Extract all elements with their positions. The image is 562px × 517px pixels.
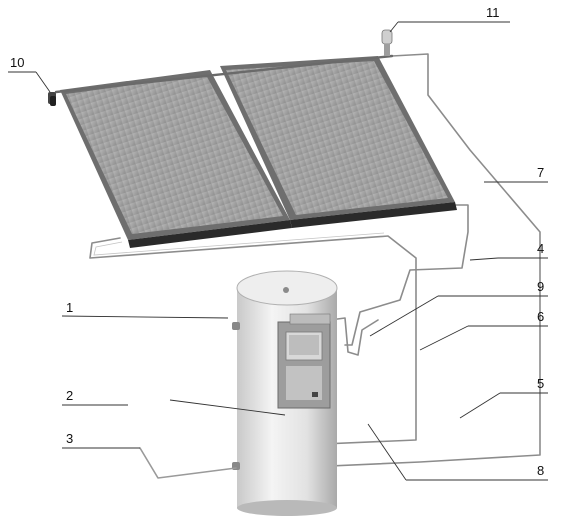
callout-3: 3 xyxy=(66,431,73,446)
air-vent-valve xyxy=(381,29,393,56)
pipework xyxy=(89,53,541,471)
callout-7: 7 xyxy=(537,165,544,180)
solar-collector-right xyxy=(220,56,457,228)
callout-4: 4 xyxy=(537,241,544,256)
callout-8: 8 xyxy=(537,463,544,478)
callout-1: 1 xyxy=(66,300,73,315)
callout-9: 9 xyxy=(537,279,544,294)
callout-6: 6 xyxy=(537,309,544,324)
collector-sensor xyxy=(48,92,56,106)
callout-10: 10 xyxy=(10,55,24,70)
solar-collector-left xyxy=(60,70,292,248)
hot-water-outlet xyxy=(232,322,240,330)
callout-5: 5 xyxy=(537,376,544,391)
callout-labels: 1 2 3 4 5 6 7 8 9 10 11 xyxy=(10,5,544,478)
pump-station-controller xyxy=(277,313,331,409)
callout-11: 11 xyxy=(486,5,500,20)
callout-leaders xyxy=(8,21,548,481)
callout-2: 2 xyxy=(66,388,73,403)
